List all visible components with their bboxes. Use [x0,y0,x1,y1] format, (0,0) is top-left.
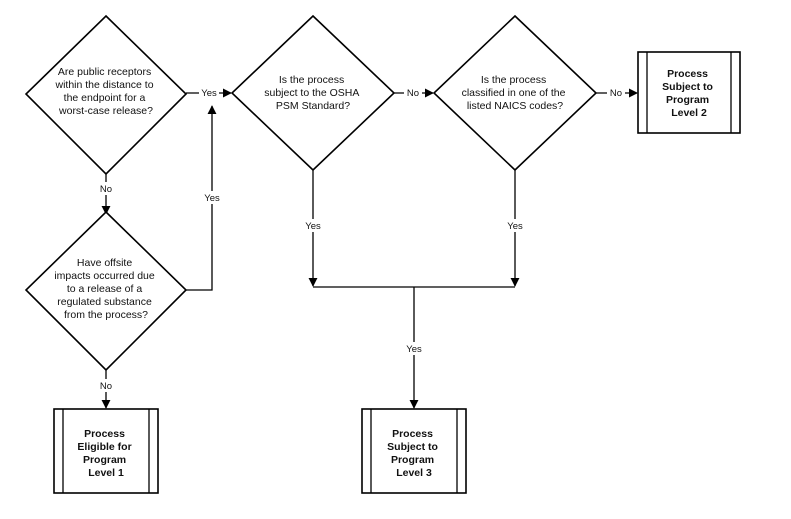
edge-label-offsite-no: No [100,381,112,392]
decision-diamond [24,210,188,372]
decision-text-line: from the process? [64,309,148,321]
decision-offsite-impacts: Have offsite impacts occurred due to a r… [24,210,188,372]
svg-text:Is the process subject t: Is the process subject to the OSHA PSM S… [264,74,361,112]
decision-text-line: the endpoint for a [64,92,146,104]
edge-offsite-yes [186,105,217,291]
svg-text:Process Subject to: Process Subject to Program Level 2 [662,68,716,119]
result-text-line: Process [84,428,125,440]
decision-text-line: Is the process [279,74,344,86]
decision-osha-psm: Is the process subject to the OSHA PSM S… [230,14,396,172]
decision-public-receptors: Are public receptors within the distance… [24,14,188,176]
result-text-line: Level 2 [671,107,707,119]
edges [101,88,638,409]
decision-text-line: Is the process [481,74,546,86]
decision-text-line: subject to the OSHA [264,87,359,99]
result-text-line: Eligible for [77,441,131,453]
decision-text-line: PSM Standard? [276,100,350,112]
result-box [361,408,467,494]
result-level1: Process Eligible for Program Level 1 [53,408,159,494]
edge-label-osha-no: No [407,88,419,99]
result-box [637,51,741,134]
decision-text-line: worst-case release? [58,105,153,117]
edge-label-offsite-yes: Yes [204,193,220,204]
decision-diamond [230,14,396,172]
decision-naics: Is the process classified in one of the … [432,14,598,172]
result-text-line: Program [391,454,434,466]
decision-diamond [24,14,188,176]
result-text-line: Process [392,428,433,440]
decision-text-line: Are public receptors [58,66,151,78]
result-text-line: Process [667,68,708,80]
svg-text:Process Subject to: Process Subject to Program Level 3 [387,428,441,479]
decision-diamond [432,14,598,172]
decision-text-line: to a release of a [67,283,142,295]
edge-label-merge-yes: Yes [406,344,422,355]
result-text-line: Level 1 [88,467,124,479]
edge-label-osha-yes: Yes [305,221,321,232]
result-level3: Process Subject to Program Level 3 [361,408,467,494]
result-box [53,408,159,494]
svg-text:Are public receptors wit: Are public receptors within the distance… [55,66,157,117]
decision-text-line: within the distance to [55,79,154,91]
decision-text-line: regulated substance [57,296,152,308]
result-text-line: Program [83,454,126,466]
decision-text-line: impacts occurred due [54,270,155,282]
result-text-line: Subject to [662,81,713,93]
edge-label-naics-yes: Yes [507,221,523,232]
edge-labels: Yes No Yes No No No Yes Yes Yes [97,86,625,392]
result-text-line: Level 3 [396,467,432,479]
svg-text:Process Eligible for: Process Eligible for Program Level 1 [77,428,134,479]
result-text-line: Subject to [387,441,438,453]
result-text-line: Program [666,94,709,106]
edge-label-receptors-yes: Yes [201,88,217,99]
edge-label-naics-no: No [610,88,622,99]
svg-text:Is the process classifie: Is the process classified in one of the … [462,74,569,112]
decision-text-line: Have offsite [77,257,132,269]
decision-text-line: listed NAICS codes? [467,100,563,112]
result-level2: Process Subject to Program Level 2 [637,51,741,134]
decision-text-line: classified in one of the [462,87,566,99]
svg-text:Have offsite impacts occ: Have offsite impacts occurred due to a r… [54,257,157,321]
edge-label-receptors-no: No [100,184,112,195]
